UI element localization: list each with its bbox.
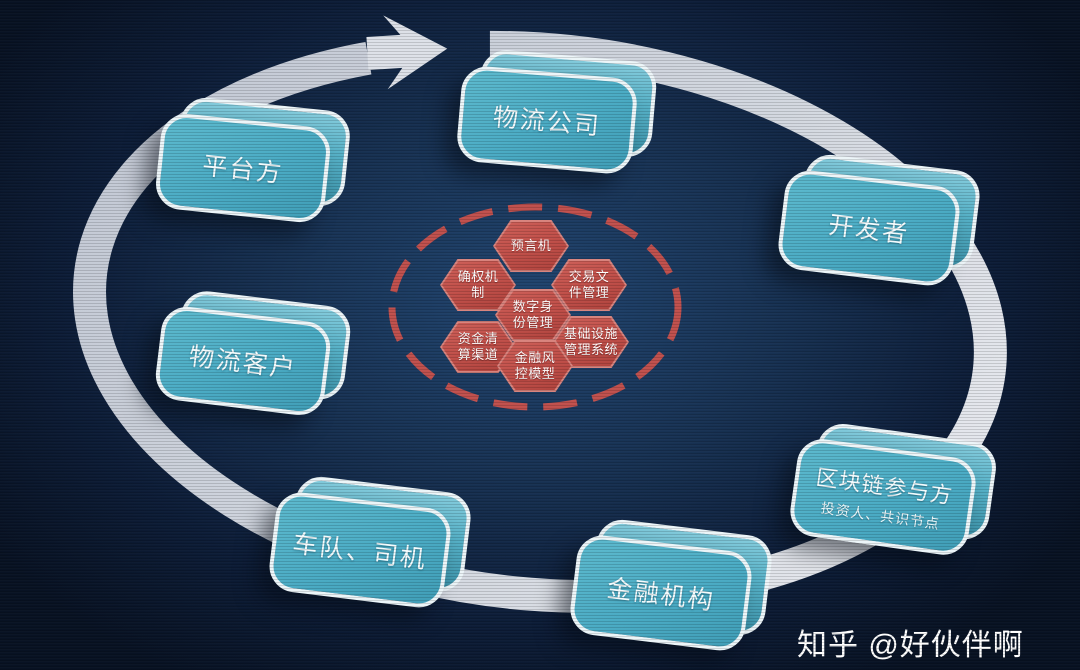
node-front-face: 车队、司机 — [266, 489, 454, 611]
node-front-face: 开发者 — [775, 167, 963, 289]
hex-label: 交易文 件管理 — [568, 268, 610, 300]
node-label: 平台方 — [201, 151, 285, 189]
node-platform: 平台方 — [153, 95, 353, 225]
node-logistics-company: 物流公司 — [455, 48, 659, 176]
node-fleet-drivers: 车队、司机 — [266, 473, 474, 611]
node-label: 金融机构 — [605, 574, 717, 616]
core-dashed-ellipse — [388, 203, 682, 411]
hex-rights-confirmation: 确权机 制 — [440, 259, 516, 311]
hex-label: 数字身 份管理 — [512, 298, 554, 330]
hex-financial-risk-control-model: 金融风 控模型 — [497, 340, 573, 392]
node-developer: 开发者 — [775, 151, 983, 289]
hex-transaction-file-management: 交易文 件管理 — [551, 259, 627, 311]
node-label: 开发者 — [826, 211, 911, 249]
node-label: 车队、司机 — [291, 529, 429, 575]
hex-label: 金融风 控模型 — [514, 349, 556, 381]
hex-label: 资金清 算渠道 — [457, 330, 499, 362]
node-front-face: 平台方 — [153, 111, 333, 225]
zhihu-watermark: 知乎 @好伙伴啊 — [797, 629, 1024, 662]
node-label: 物流公司 — [491, 103, 602, 141]
node-label: 物流客户 — [187, 342, 299, 384]
hex-label: 基础设施 管理系统 — [563, 325, 618, 357]
hex-oracle: 预言机 — [493, 220, 569, 272]
node-financial-institutions: 金融机构 — [567, 516, 775, 654]
node-front-face: 金融机构 — [567, 532, 755, 654]
node-front-face: 物流公司 — [455, 64, 639, 176]
cycle-arrow-head-icon — [366, 15, 448, 90]
hex-label: 确权机 制 — [457, 268, 499, 300]
hex-label: 预言机 — [510, 237, 552, 253]
hex-digital-identity-management: 数字身 份管理 — [495, 289, 571, 341]
